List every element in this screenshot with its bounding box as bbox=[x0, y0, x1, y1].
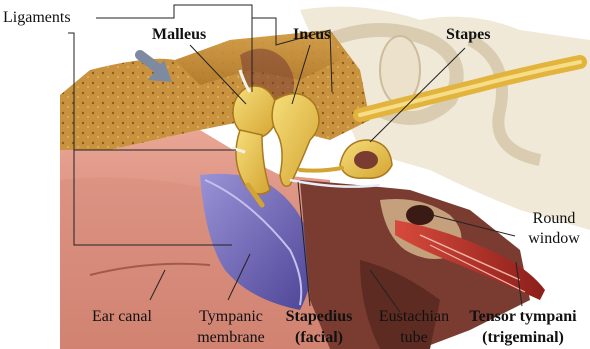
label-tensor-line2: (trigeminal) bbox=[458, 329, 588, 346]
label-stapedius-line1: Stapedius bbox=[274, 308, 364, 325]
label-eustachian-line2: tube bbox=[364, 329, 464, 346]
label-eustachian-line1: Eustachian bbox=[364, 308, 464, 325]
label-round-window-line1: Round bbox=[519, 210, 589, 227]
label-stapedius-line2: (facial) bbox=[274, 329, 364, 346]
label-ligaments: Ligaments bbox=[3, 9, 71, 26]
label-tympanic-line2: membrane bbox=[186, 329, 276, 346]
stapes-bone bbox=[300, 140, 392, 178]
temporal-bone bbox=[60, 30, 370, 150]
label-ear-canal: Ear canal bbox=[92, 308, 152, 325]
label-malleus: Malleus bbox=[152, 26, 206, 43]
label-tympanic-line1: Tympanic bbox=[186, 308, 276, 325]
label-round-window-line2: window bbox=[519, 230, 589, 247]
label-stapes: Stapes bbox=[446, 26, 490, 43]
label-tensor-line1: Tensor tympani bbox=[458, 308, 588, 325]
round-window bbox=[406, 205, 434, 225]
label-incus: Incus bbox=[293, 26, 330, 43]
